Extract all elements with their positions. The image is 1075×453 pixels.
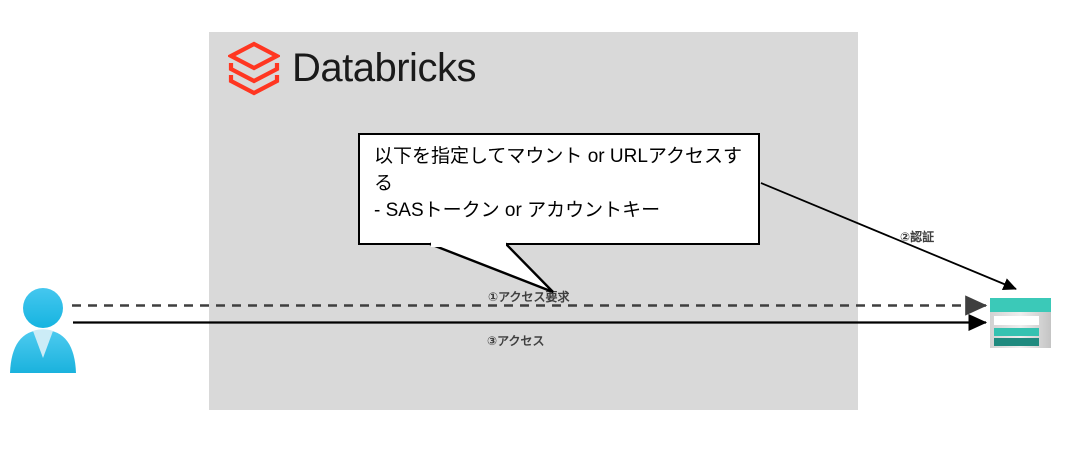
flow-label-access: ③アクセス: [487, 334, 545, 348]
instruction-callout-text: 以下を指定してマウント or URLアクセスする - SASトークン or アカ…: [374, 146, 742, 221]
databricks-stacked-layers-icon: [228, 41, 280, 96]
callout-pointer-tail: [429, 242, 554, 294]
flow-arrow-authentication: [760, 182, 1017, 290]
databricks-brand-name: Databricks: [292, 46, 476, 90]
callout-tail-seam: [431, 241, 506, 247]
azure-storage-account-icon: [990, 298, 1051, 348]
user-person-icon: [10, 288, 76, 373]
instruction-callout-box: 以下を指定してマウント or URLアクセスする - SASトークン or アカ…: [358, 133, 760, 245]
flow-label-access-request: ①アクセス要求: [488, 290, 570, 304]
flow-label-authentication: ②認証: [900, 230, 935, 244]
databricks-brand-lockup: Databricks: [228, 40, 476, 96]
